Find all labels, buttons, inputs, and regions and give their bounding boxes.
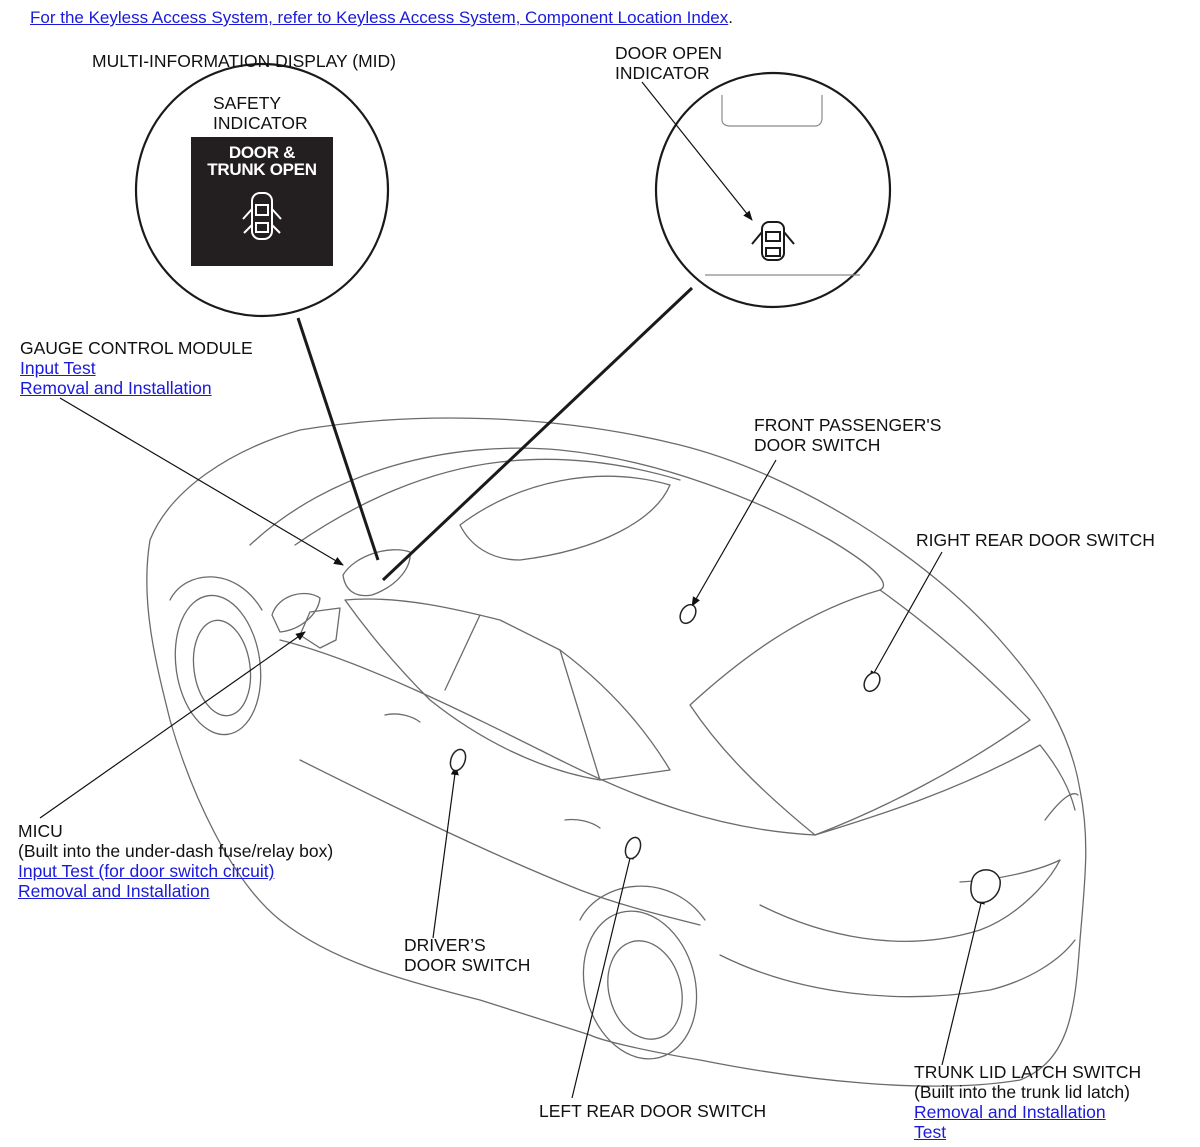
door-open-car-icon: [751, 221, 795, 261]
rear-door-handle: [564, 818, 601, 829]
front-passenger-line-1: FRONT PASSENGER'S: [754, 415, 942, 435]
gauge-removal-installation-link[interactable]: Removal and Installation: [20, 378, 212, 398]
micu-title: MICU: [18, 821, 63, 841]
front-wheel: [174, 594, 262, 736]
right-rear-switch-leader: [869, 551, 943, 681]
safety-car-icon: [242, 192, 282, 240]
door-open-indicator-label: DOOR OPEN INDICATOR: [615, 43, 722, 83]
car-door-pillar-2: [559, 649, 601, 781]
mid-label: MULTI-INFORMATION DISPLAY (MID): [92, 51, 396, 71]
safety-indicator-line-1: SAFETY: [213, 93, 282, 113]
car-body-outline: [146, 417, 1087, 1087]
trunk-lid-latch-switch-label: TRUNK LID LATCH SWITCH (Built into the t…: [914, 1062, 1141, 1142]
micu-label: MICU (Built into the under-dash fuse/rel…: [18, 821, 333, 901]
mid-leader-line: [296, 317, 380, 561]
front-passenger-door-switch-label: FRONT PASSENGER'S DOOR SWITCH: [754, 415, 941, 455]
door-open-leader-line: [381, 286, 694, 582]
front-passenger-door-switch: [679, 603, 697, 625]
reference-period: .: [728, 8, 733, 27]
keyless-access-link[interactable]: For the Keyless Access System, refer to …: [30, 8, 729, 27]
front-passenger-switch-leader: [691, 459, 777, 607]
rear-wheel-arch: [579, 885, 706, 921]
front-passenger-line-2: DOOR SWITCH: [754, 435, 881, 455]
rear-bumper: [719, 939, 1076, 998]
left-rear-door-switch: [624, 836, 642, 860]
gauge-cluster: [342, 549, 411, 597]
door-open-indicator-line-2: INDICATOR: [615, 63, 710, 83]
left-rear-switch-leader: [571, 849, 634, 1099]
micu-removal-installation-link[interactable]: Removal and Installation: [18, 881, 210, 901]
micu-note: (Built into the under-dash fuse/relay bo…: [18, 841, 334, 861]
car-lower-sill: [299, 759, 701, 926]
mid-magnifier-circle: [134, 62, 390, 318]
drivers-line-2: DOOR SWITCH: [404, 955, 531, 975]
front-door-handle: [384, 713, 421, 723]
car-beltline: [279, 639, 816, 836]
tail-light-right: [1044, 793, 1079, 821]
car-door-pillar: [444, 614, 481, 691]
drivers-line-1: DRIVER’S: [404, 935, 486, 955]
trunk-lid-latch-switch: [970, 869, 1001, 904]
tail-light: [759, 859, 1061, 942]
car-side-windows: [344, 598, 671, 781]
front-wheel-arch: [169, 576, 263, 611]
micu-leader: [39, 631, 306, 819]
display-line-2: TRUNK OPEN: [207, 160, 317, 179]
safety-indicator-line-2: INDICATOR: [213, 113, 308, 133]
left-rear-door-switch-label: LEFT REAR DOOR SWITCH: [539, 1101, 767, 1121]
right-rear-door-switch-label: RIGHT REAR DOOR SWITCH: [916, 530, 1155, 550]
rear-wheel-inner: [607, 940, 683, 1040]
front-wheel-inner: [192, 619, 252, 717]
trunk-test-link[interactable]: Test: [914, 1122, 947, 1142]
rear-wheel: [582, 910, 698, 1060]
door-open-magnifier-circle: [654, 71, 892, 309]
door-open-indicator-leader: [641, 81, 753, 221]
drivers-door-switch: [449, 748, 467, 772]
dash-panel-line: [721, 95, 823, 127]
car-windshield: [294, 458, 681, 546]
gauge-control-module-label: GAUGE CONTROL MODULE Input Test Removal …: [20, 338, 253, 398]
safety-indicator-label: SAFETY INDICATOR: [213, 93, 308, 133]
mid-display: DOOR & TRUNK OPEN: [191, 137, 333, 266]
trunk-latch-note: (Built into the trunk lid latch): [914, 1082, 1130, 1102]
right-rear-door-switch: [863, 671, 881, 693]
trunk-removal-installation-link[interactable]: Removal and Installation: [914, 1102, 1106, 1122]
trunk-lid: [814, 744, 1076, 836]
display-line-1: DOOR &: [228, 143, 296, 162]
gauge-module-leader: [59, 397, 344, 566]
drivers-door-switch-label: DRIVER’S DOOR SWITCH: [404, 935, 530, 975]
keyless-access-reference: For the Keyless Access System, refer to …: [30, 8, 733, 28]
micu-box: [299, 607, 341, 649]
trunk-latch-title: TRUNK LID LATCH SWITCH: [914, 1062, 1142, 1082]
gauge-input-test-link[interactable]: Input Test: [20, 358, 96, 378]
car-roof-line: [249, 447, 885, 591]
door-open-indicator-line-1: DOOR OPEN: [615, 43, 722, 63]
drivers-switch-leader: [432, 765, 459, 939]
gauge-control-module-title: GAUGE CONTROL MODULE: [20, 338, 253, 358]
side-mirror: [271, 592, 321, 633]
car-rear-window: [689, 589, 1031, 836]
trunk-latch-leader: [941, 894, 985, 1066]
micu-input-test-link[interactable]: Input Test (for door switch circuit): [18, 861, 275, 881]
car-sunroof: [459, 475, 671, 561]
